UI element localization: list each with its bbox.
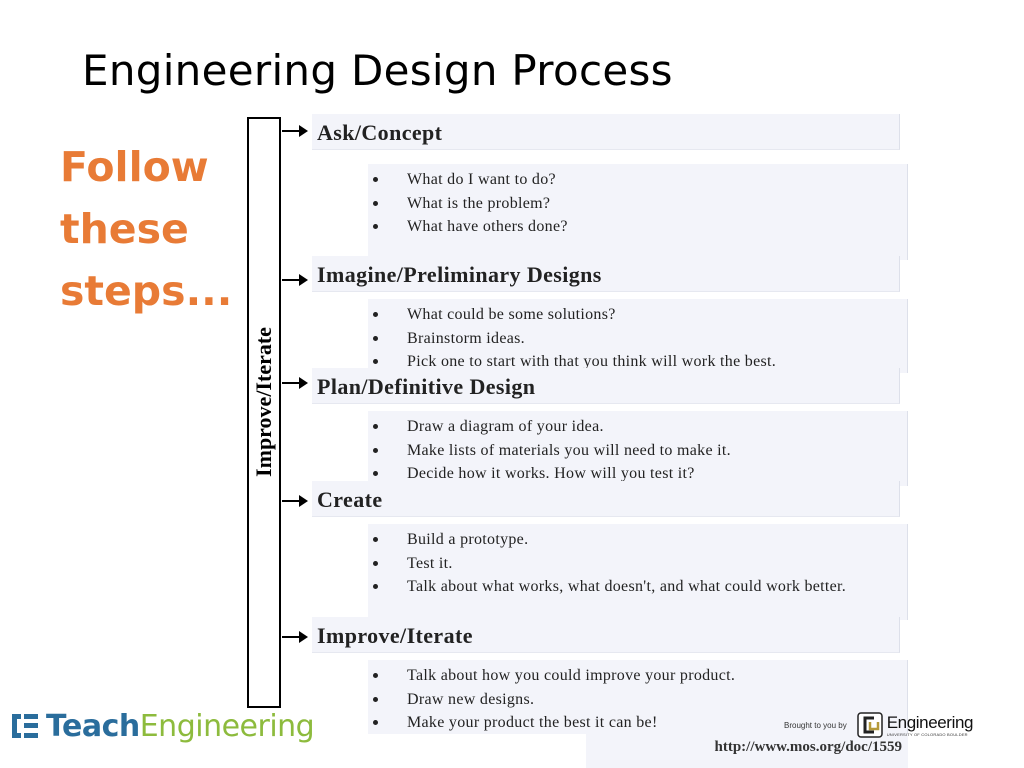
cu-logo-text: Engineering UNIVERSITY OF COLORADO BOULD… [886,712,974,737]
cu-engineering-logo: Brought to you by Engineering UNIVERSITY… [784,708,973,742]
step-plan-body: Draw a diagram of your idea. Make lists … [368,411,908,486]
list-item: Draw new designs. [368,688,907,712]
step-improve-list: Talk about how you could improve your pr… [368,664,907,735]
callout-line: these [60,205,189,253]
list-item: Talk about what works, what doesn't, and… [368,575,907,599]
callout-line: steps... [60,267,233,315]
list-item: Brainstorm ideas. [368,327,907,351]
teachengineering-wordmark: TeachEngineering [46,708,315,744]
iteration-loop-bar [247,117,281,708]
list-item: What have others done? [368,215,907,239]
list-item: Build a prototype. [368,528,907,552]
teachengineering-mark-icon [12,714,38,738]
arrow-icon [282,273,308,287]
arrow-icon [282,630,308,644]
list-item: Decide how it works. How will you test i… [368,462,907,486]
step-create-list: Build a prototype. Test it. Talk about w… [368,528,907,599]
page-title: Engineering Design Process [82,46,673,95]
teachengineering-logo: TeachEngineering [12,706,315,746]
callout-text: Follow these steps... [60,136,232,322]
step-ask-header: Ask/Concept [312,114,900,150]
list-item: Test it. [368,552,907,576]
step-ask-list: What do I want to do? What is the proble… [368,168,907,239]
step-imagine-header: Imagine/Preliminary Designs [312,256,900,292]
list-item: Pick one to start with that you think wi… [368,350,907,374]
step-plan-list: Draw a diagram of your idea. Make lists … [368,415,907,486]
step-create-body: Build a prototype. Test it. Talk about w… [368,524,908,620]
list-item: Talk about how you could improve your pr… [368,664,907,688]
step-imagine-body: What could be some solutions? Brainstorm… [368,299,908,373]
callout-line: Follow [60,143,209,191]
list-item: Make your product the best it can be! [368,711,907,735]
list-item: Make lists of materials you will need to… [368,439,907,463]
step-ask-body: What do I want to do? What is the proble… [368,164,908,260]
step-plan-header: Plan/Definitive Design [312,368,900,404]
step-improve-body: Talk about how you could improve your pr… [368,660,908,734]
step-imagine-list: What could be some solutions? Brainstorm… [368,303,907,374]
logo-teach-text: Teach [46,708,140,744]
arrow-icon [282,376,308,390]
logo-engineering-text: Engineering [139,708,315,744]
list-item: Draw a diagram of your idea. [368,415,907,439]
list-item: What do I want to do? [368,168,907,192]
source-url: http://www.mos.org/doc/1559 [586,733,908,768]
step-create-header: Create [312,481,900,517]
brought-by-text: Brought to you by [784,720,847,730]
cu-university-text: UNIVERSITY OF COLORADO BOULDER [886,731,968,737]
iteration-loop-label: Improve/Iterate [251,327,276,477]
list-item: What is the problem? [368,192,907,216]
step-improve-header: Improve/Iterate [312,617,900,653]
arrow-icon [282,124,308,138]
list-item: What could be some solutions? [368,303,907,327]
arrow-icon [282,494,308,508]
cu-logo-icon [856,712,883,738]
cu-engineering-text: Engineering [886,712,974,732]
